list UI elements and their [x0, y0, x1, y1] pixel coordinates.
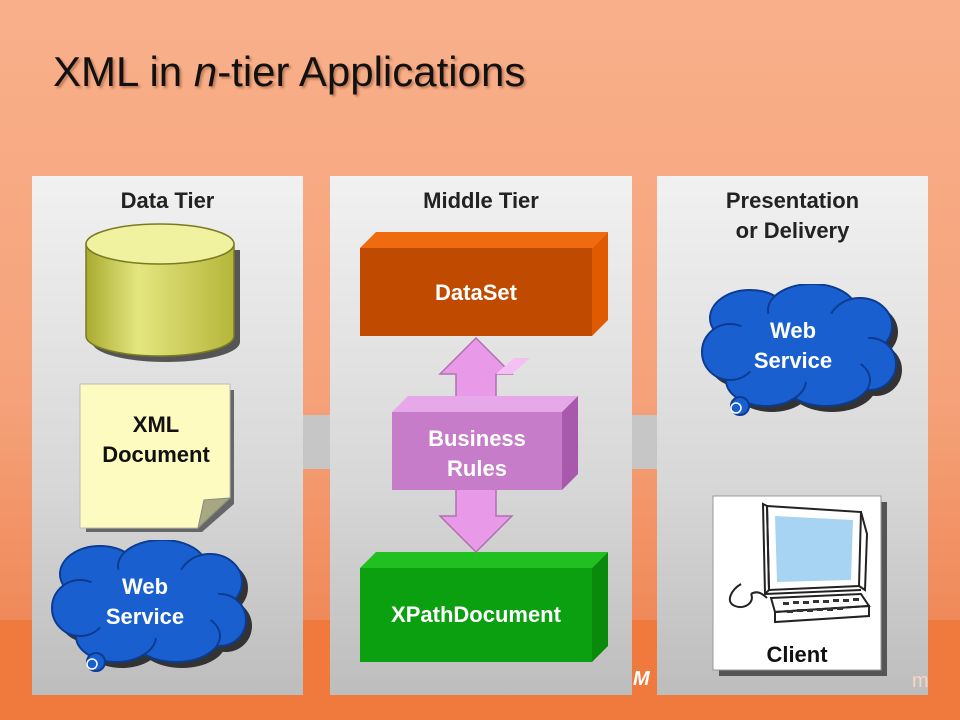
data-tier-web-service-label: Web Service: [105, 574, 185, 629]
database-icon: [85, 223, 240, 362]
middle-tier-title: Middle Tier: [423, 188, 539, 213]
data-tier-title: Data Tier: [120, 188, 215, 213]
business-rules-label: Business Rules: [428, 426, 526, 481]
xml-document-label: XML Document: [102, 412, 210, 467]
dataset-box: [360, 232, 608, 336]
xpath-document-label: XPathDocument: [391, 602, 561, 627]
client-computer-icon: [712, 495, 887, 676]
xpath-document-box: [360, 552, 608, 662]
presentation-web-service-label: Web Service: [753, 318, 833, 373]
xml-document-icon: [79, 383, 234, 532]
dataset-label: DataSet: [435, 280, 517, 305]
presentation-title: Presentation or Delivery: [725, 188, 860, 243]
slide-title: XML in n-tier Applications: [53, 48, 526, 95]
client-label: Client: [766, 642, 828, 667]
business-rules-arrow-icon: [392, 336, 578, 554]
footer-logo-text: M: [633, 668, 650, 690]
footer-url-text: m: [912, 670, 929, 692]
presentation-web-service-cloud-icon: [701, 284, 902, 416]
data-tier-web-service-cloud-icon: [51, 540, 252, 672]
